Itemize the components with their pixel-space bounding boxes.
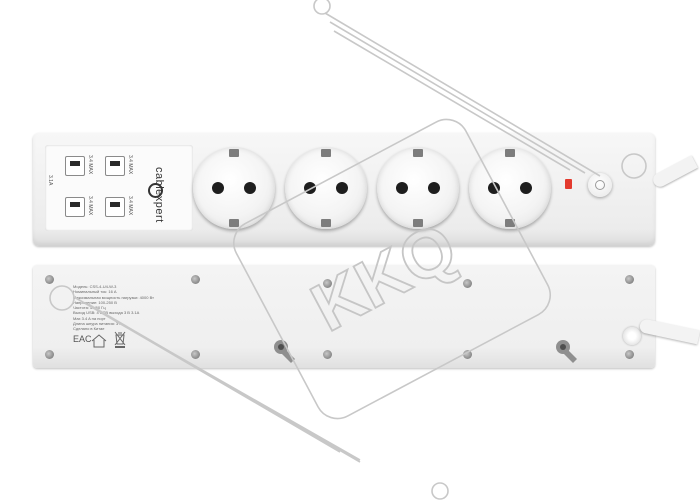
socket-hole	[212, 182, 224, 194]
usb-port-2	[105, 156, 125, 176]
power-switch-button	[588, 173, 612, 197]
cable-grommet	[623, 327, 641, 345]
spec-line: Номинальный ток: 16 А	[73, 289, 117, 295]
spec-label: Модель: CSS-4-U4-W-3 Номинальный ток: 16…	[73, 284, 154, 332]
socket-3	[377, 147, 459, 229]
screw	[625, 275, 634, 284]
usb-panel: 3.1A 3.4 MAX 3.4 MAX 3.4 MAX 3.4 MAX cab…	[45, 145, 193, 231]
mounting-keyhole	[274, 340, 295, 363]
socket-hole	[304, 182, 316, 194]
screw	[463, 350, 472, 359]
ground-clip	[321, 149, 331, 157]
eac-mark: EAC	[73, 334, 92, 344]
socket-4	[469, 147, 551, 229]
screw	[323, 350, 332, 359]
socket-hole	[428, 182, 440, 194]
screw	[45, 350, 54, 359]
weee-bin-icon	[114, 331, 126, 348]
mounting-keyhole	[556, 340, 577, 363]
brand-name: cablexpert	[153, 167, 165, 223]
usb-port-1	[65, 156, 85, 176]
usb-port-1-label: 3.4 MAX	[87, 155, 93, 175]
screw	[463, 279, 472, 288]
ground-clip	[413, 219, 423, 227]
socket-hole	[336, 182, 348, 194]
usb-port-3-label: 3.4 MAX	[87, 196, 93, 216]
socket-1	[193, 147, 275, 229]
screw	[323, 279, 332, 288]
spec-line: Модель: CSS-4-U4-W-3	[73, 284, 117, 289]
socket-hole	[488, 182, 500, 194]
socket-hole	[396, 182, 408, 194]
ground-clip	[321, 219, 331, 227]
indoor-house-icon	[91, 334, 107, 348]
power-cable-front	[650, 155, 698, 190]
socket-hole	[520, 182, 532, 194]
ground-clip	[229, 219, 239, 227]
ground-clip	[229, 149, 239, 157]
ground-clip	[413, 149, 423, 157]
screw	[191, 275, 200, 284]
screw	[45, 275, 54, 284]
power-indicator-led	[565, 179, 572, 189]
usb-port-4	[105, 197, 125, 217]
usb-port-4-label: 3.4 MAX	[127, 196, 133, 216]
ground-clip	[505, 149, 515, 157]
usb-port-2-label: 3.4 MAX	[127, 155, 133, 175]
usb-port-3	[65, 197, 85, 217]
brand-logo-icon	[148, 183, 163, 198]
screw	[191, 350, 200, 359]
power-strip-back: Модель: CSS-4-U4-W-3 Номинальный ток: 16…	[33, 265, 655, 368]
socket-hole	[244, 182, 256, 194]
socket-2	[285, 147, 367, 229]
ground-clip	[505, 219, 515, 227]
screw	[625, 350, 634, 359]
usb-current-label: 3.1A	[47, 175, 53, 186]
power-strip-front: 3.1A 3.4 MAX 3.4 MAX 3.4 MAX 3.4 MAX cab…	[33, 133, 655, 246]
